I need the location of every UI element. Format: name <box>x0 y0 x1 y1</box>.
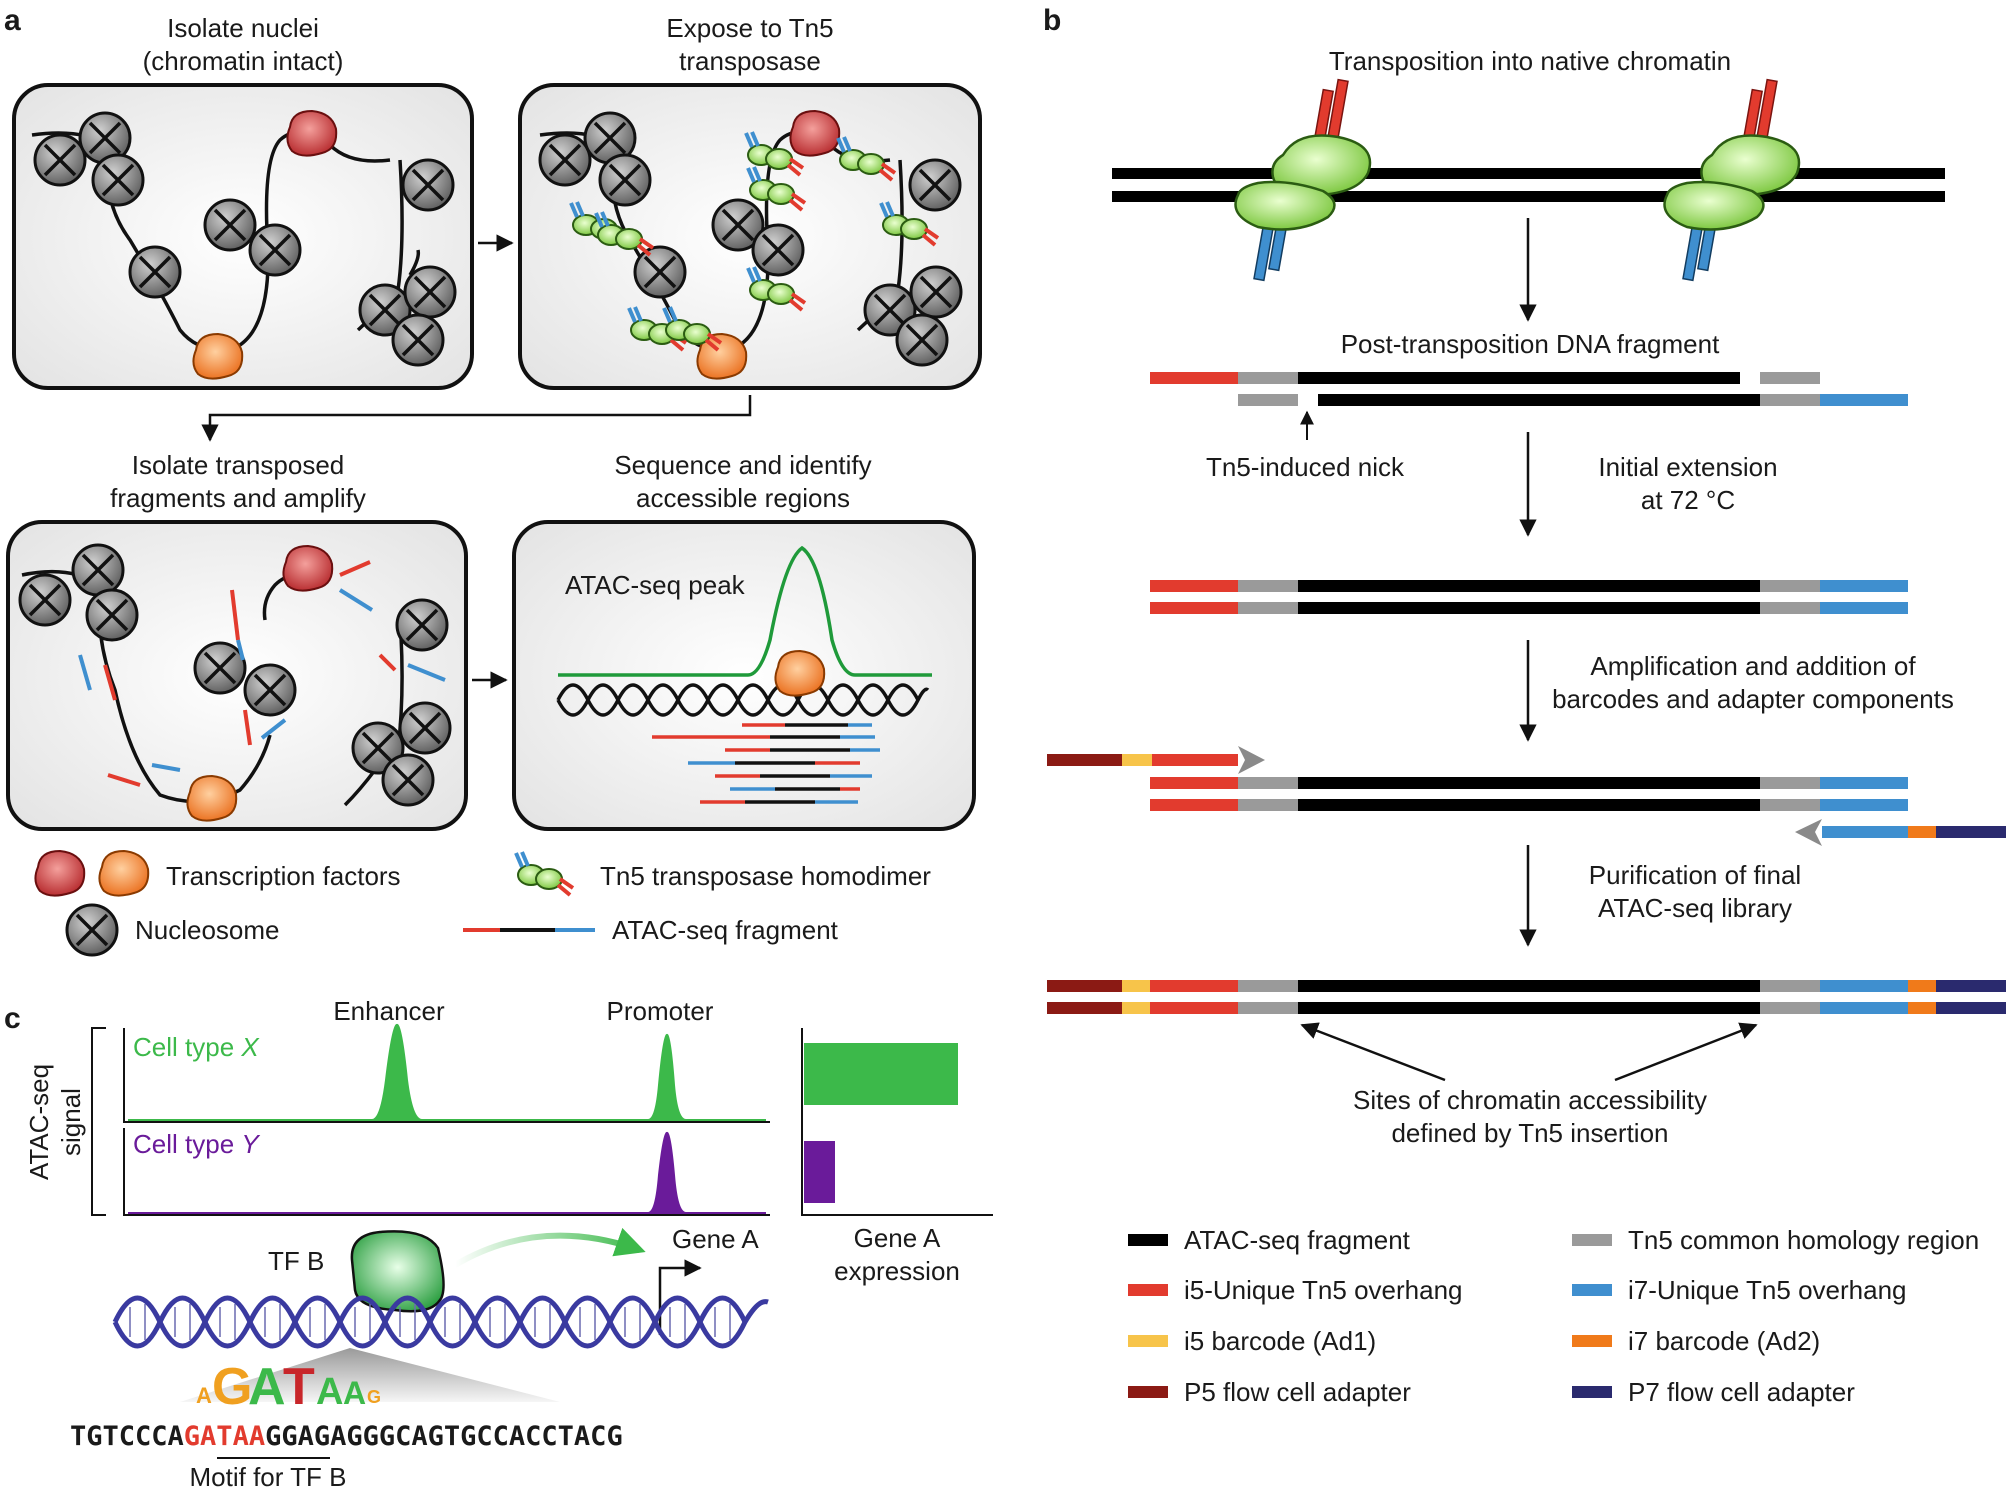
dna-helix-strand2 <box>112 1295 748 1349</box>
logo-letter-3: T <box>283 1358 315 1416</box>
arrow-a2-a3 <box>201 395 752 442</box>
box3-title-line2: fragments and amplify <box>110 483 366 513</box>
sites-arrow-left <box>1300 1022 1446 1082</box>
logo-letter-2: A <box>248 1358 286 1416</box>
panel-b-title: Transposition into native chromatin <box>1329 46 1731 76</box>
ylabel-line2: signal <box>56 1088 86 1156</box>
motif-sequence: GATAA <box>184 1421 265 1452</box>
expression-chart: Gene A expression <box>801 1028 993 1286</box>
box4-contents: ATAC-seq peak <box>556 545 932 804</box>
legend-swatch-7 <box>1572 1386 1612 1398</box>
expression-bar-y <box>804 1141 835 1203</box>
legend-label-1: Tn5 common homology region <box>1628 1225 1979 1255</box>
box1-contents <box>31 110 457 380</box>
logo-letter-1: G <box>212 1358 252 1416</box>
motif-logo: A G A T A A G <box>196 1358 381 1416</box>
legend-swatch-5 <box>1572 1335 1612 1347</box>
amplification-line2: barcodes and adapter components <box>1552 684 1954 714</box>
legend-nucleosome-label: Nucleosome <box>135 915 280 945</box>
helix-rungs <box>129 1304 731 1340</box>
step-post-transposition: Post-transposition DNA fragment <box>1341 329 1720 359</box>
amplification-line1: Amplification and addition of <box>1590 651 1916 681</box>
panel-a-legend: Transcription factors Nucleosome Tn5 tra… <box>34 850 931 957</box>
logo-letter-4: A <box>316 1371 343 1413</box>
promoter-label: Promoter <box>607 996 714 1026</box>
box3-title-line1: Isolate transposed <box>132 450 344 480</box>
purification-line1: Purification of final <box>1589 860 1801 890</box>
aligned-reads <box>652 723 880 804</box>
box3-contents <box>18 543 452 822</box>
logo-letter-0: A <box>196 1383 212 1408</box>
legend-label-2: i5-Unique Tn5 overhang <box>1184 1275 1462 1305</box>
expression-bar-x <box>804 1043 958 1105</box>
dna-sequence: TGTCCCAGATAAGGAGAGGGCAGTGCCACCTACG <box>70 1421 623 1452</box>
atac-peak-curve <box>558 545 932 677</box>
activation-arrow <box>453 1227 646 1268</box>
legend-swatch-0 <box>1128 1234 1168 1246</box>
extension-line2: at 72 °C <box>1641 485 1735 515</box>
nick-label: Tn5-induced nick <box>1206 452 1405 482</box>
legend-label-4: i5 barcode (Ad1) <box>1184 1326 1376 1356</box>
legend-label-5: i7 barcode (Ad2) <box>1628 1326 1820 1356</box>
legend-swatch-1 <box>1572 1234 1612 1246</box>
cell-type-x-label: Cell type X <box>133 1032 260 1062</box>
ylabel-line1: ATAC-seq <box>24 1064 54 1180</box>
purification-line2: ATAC-seq library <box>1598 893 1792 923</box>
enhancer-label: Enhancer <box>333 996 445 1026</box>
extension-line1: Initial extension <box>1598 452 1777 482</box>
ylabel-bracket <box>91 1027 106 1216</box>
box4-title-line1: Sequence and identify <box>614 450 871 480</box>
zoom-cone <box>180 1348 560 1402</box>
chromatin-helix <box>556 683 930 717</box>
gene-regulation-diagram: TF B Gene A <box>112 1224 769 1402</box>
legend-tn5-label: Tn5 transposase homodimer <box>600 861 931 891</box>
legend-swatch-3 <box>1572 1284 1612 1296</box>
legend-swatch-2 <box>1128 1284 1168 1296</box>
box2-title-line1: Expose to Tn5 <box>666 13 833 43</box>
sites-arrow-right <box>1614 1022 1758 1082</box>
sites-line2: defined by Tn5 insertion <box>1391 1118 1668 1148</box>
panel-b-legend: ATAC-seq fragment Tn5 common homology re… <box>1128 1225 1979 1407</box>
panel-b-letter: b <box>1043 4 1061 37</box>
sites-line1: Sites of chromatin accessibility <box>1353 1085 1707 1115</box>
panel-c-letter: c <box>4 1002 21 1035</box>
track-cell-type-y: Cell type Y <box>123 1128 770 1216</box>
tf-b-label: TF B <box>268 1246 324 1276</box>
extended-fragment <box>1150 580 1908 614</box>
legend-label-0: ATAC-seq fragment <box>1184 1225 1411 1255</box>
gene-a-label: Gene A <box>672 1224 759 1254</box>
legend-swatch-4 <box>1128 1335 1168 1347</box>
dna-helix-strand1 <box>112 1295 769 1349</box>
cell-type-y-label: Cell type Y <box>133 1129 260 1159</box>
post-transposition-fragment <box>1150 372 1908 406</box>
legend-swatch-6 <box>1128 1386 1168 1398</box>
atac-peak-label: ATAC-seq peak <box>565 570 746 600</box>
legend-label-3: i7-Unique Tn5 overhang <box>1628 1275 1906 1305</box>
box1-title-line1: Isolate nuclei <box>167 13 319 43</box>
legend-fragment-label: ATAC-seq fragment <box>612 915 839 945</box>
box1-title-line2: (chromatin intact) <box>143 46 344 76</box>
expression-label-line2: expression <box>834 1256 960 1286</box>
legend-tf-label: Transcription factors <box>166 861 401 891</box>
final-library <box>1047 980 2006 1014</box>
panel-a-letter: a <box>4 4 21 37</box>
tf-b-shape <box>350 1230 445 1313</box>
legend-label-7: P7 flow cell adapter <box>1628 1377 1855 1407</box>
logo-letter-6: G <box>367 1387 381 1407</box>
amplification-fragment <box>1047 746 2006 846</box>
track-cell-type-x: Cell type X <box>123 1023 770 1123</box>
box4-title-line2: accessible regions <box>636 483 850 513</box>
expression-label-line1: Gene A <box>854 1223 941 1253</box>
box2-contents <box>538 110 963 380</box>
logo-letter-5: A <box>343 1375 366 1411</box>
native-chromatin <box>1112 78 1945 282</box>
motif-label: Motif for TF B <box>190 1462 347 1488</box>
box2-title-line2: transposase <box>679 46 821 76</box>
legend-label-6: P5 flow cell adapter <box>1184 1377 1411 1407</box>
